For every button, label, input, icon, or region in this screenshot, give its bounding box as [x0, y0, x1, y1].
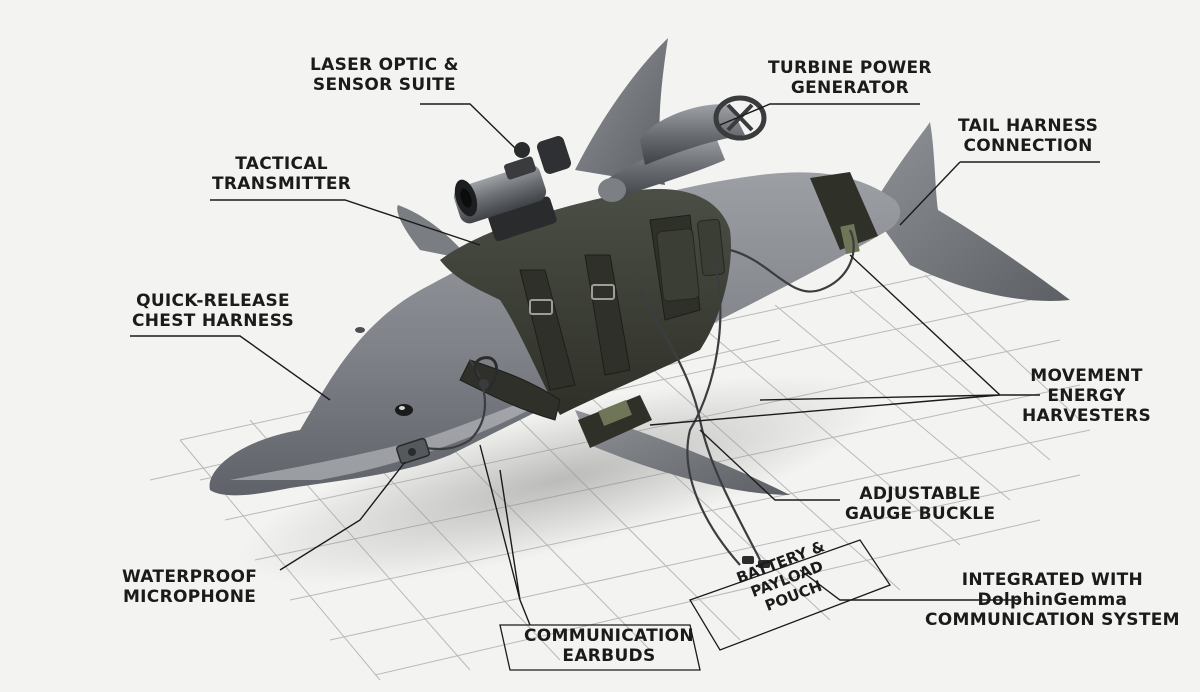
blowhole: [355, 327, 365, 333]
microphone-icon: [395, 437, 431, 465]
label-line: CONNECTION: [963, 136, 1093, 156]
label-line: CHEST HARNESS: [132, 311, 295, 331]
label-line: COMMUNICATION SYSTEM: [925, 610, 1180, 630]
cable-ends: [742, 556, 770, 568]
label-buckle: ADJUSTABLE GAUGE BUCKLE: [845, 484, 995, 524]
far-pectoral-fin: [397, 205, 470, 260]
label-line: INTEGRATED WITH: [961, 570, 1144, 590]
label-tail-harness: TAIL HARNESS CONNECTION: [958, 116, 1098, 156]
near-pectoral-fin: [575, 410, 790, 495]
dolphin-shadow: [239, 375, 881, 585]
dolphin-eye: [395, 404, 413, 416]
label-laser-optic: LASER OPTIC & SENSOR SUITE: [310, 55, 459, 95]
label-line: TURBINE POWER: [768, 58, 932, 78]
label-line: MOVEMENT: [1030, 366, 1143, 386]
label-line: ENERGY: [1047, 386, 1126, 406]
label-transmitter: TACTICAL TRANSMITTER: [212, 154, 351, 194]
floor-callout-boxes: [499, 539, 891, 671]
label-line: COMMUNICATION: [524, 626, 694, 646]
label-line: WATERPROOF: [122, 567, 258, 587]
label-line: LASER OPTIC &: [310, 55, 459, 75]
label-line: HARVESTERS: [1022, 406, 1152, 426]
label-energy-harvesters: MOVEMENT ENERGY HARVESTERS: [1022, 366, 1151, 426]
label-line: QUICK-RELEASE: [136, 291, 290, 311]
turbine-icon: [598, 95, 767, 202]
tail-harness-band: [810, 172, 878, 250]
label-line: EARBUDS: [562, 646, 656, 666]
pouches: [656, 218, 725, 302]
label-line: SENSOR SUITE: [312, 75, 456, 95]
label-microphone: WATERPROOF MICROPHONE: [122, 567, 257, 607]
fin-strap-panel: [598, 399, 632, 427]
label-line: TACTICAL: [235, 154, 328, 174]
label-line: TAIL HARNESS: [958, 116, 1099, 136]
eye-highlight: [399, 406, 405, 410]
label-chest-harness: QUICK-RELEASE CHEST HARNESS: [132, 291, 294, 331]
label-dolphingemma: INTEGRATED WITH DolphinGemma COMMUNICATI…: [925, 570, 1180, 630]
label-turbine: TURBINE POWER GENERATOR: [768, 58, 932, 98]
label-line: DolphinGemma: [977, 590, 1128, 610]
label-line: GENERATOR: [790, 78, 909, 98]
laser-optic-icon: [453, 136, 572, 242]
earbud-icon: [473, 356, 498, 391]
leader-lines: [130, 103, 1100, 626]
tail-fluke: [870, 122, 1070, 301]
label-line: MICROPHONE: [122, 587, 257, 607]
label-line: GAUGE BUCKLE: [845, 504, 996, 524]
label-line: ADJUSTABLE: [859, 484, 981, 504]
label-line: TRANSMITTER: [212, 174, 352, 194]
label-earbuds: COMMUNICATION EARBUDS: [524, 626, 694, 666]
